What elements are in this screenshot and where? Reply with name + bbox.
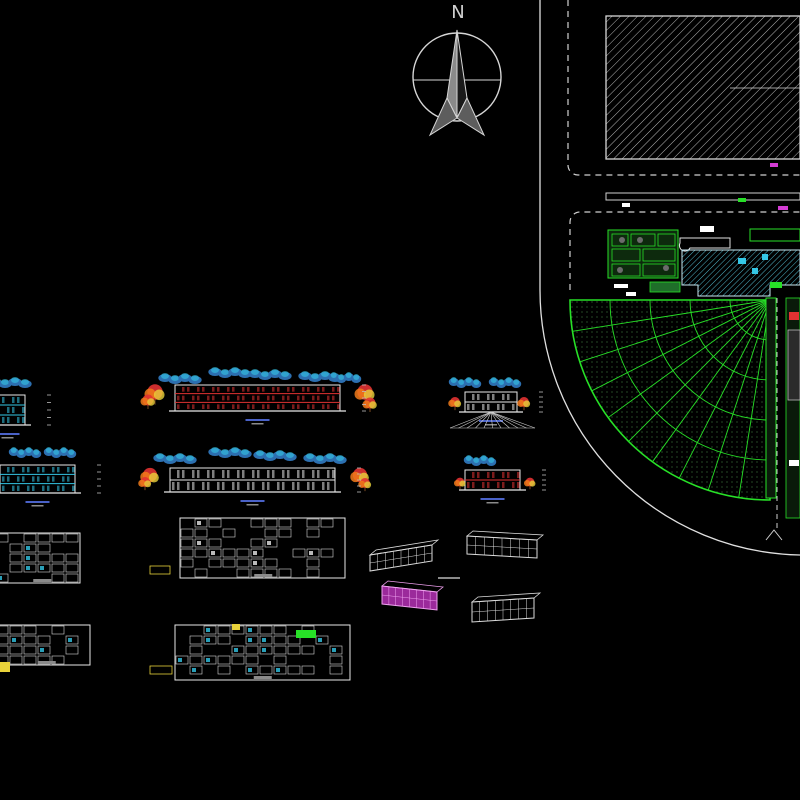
tree-icon [362,397,377,412]
elevation-bottom-left [0,447,101,507]
plan-center-1 [149,517,346,579]
tree-icon [358,478,372,492]
perspective-2 [465,530,545,559]
perspective-4 [470,592,542,623]
cloud-icon [153,453,197,464]
cloud-icon [43,447,77,458]
tree-icon [140,394,155,409]
sports-field [605,15,800,160]
tree-icon [138,477,152,491]
plan-left-2 [0,624,91,666]
compass-north-arrow-icon [412,29,502,137]
tree-icon [454,477,466,490]
plan-left-1 [0,532,81,584]
road-edge-dashed-2 [569,211,800,290]
cloud-icon [248,369,292,380]
fan-plaza [569,297,777,501]
perspective-sheets [368,530,545,623]
elevation-main-2 [138,447,372,506]
tree-icon [517,397,531,411]
floor-plan-sheets [0,517,351,681]
elevation-sheets [0,367,546,507]
plan-center-2 [149,624,351,681]
main-building-footprint [681,249,800,297]
perspective-caption-mark [438,577,460,579]
elevation-side-2 [454,455,546,504]
tree-icon [524,477,536,490]
elevation-side-1 [448,377,543,426]
cloud-icon [0,377,32,388]
cloud-icon [448,377,482,388]
road-edge-dashed [567,0,800,176]
cloud-icon [488,377,522,388]
cloud-icon [8,447,42,458]
cloud-icon [253,450,297,461]
cloud-icon [328,372,362,383]
garden-block [607,229,679,279]
road-median [605,192,800,201]
tree-icon [448,397,462,411]
site-plan [539,0,800,556]
cloud-icon [158,373,202,384]
site-boundary [539,0,800,556]
perspective-3-magenta [381,580,444,611]
north-arrow: N [412,2,502,137]
cloud-icon [208,367,252,378]
elevation-main-1 [140,367,377,425]
cloud-icon [463,455,497,466]
elevation-side-1-ground-grid [449,411,536,429]
elevation-top-left [0,377,51,439]
perspective-1 [368,539,440,572]
cloud-icon [208,447,252,458]
north-label: N [451,2,464,23]
cloud-icon [303,453,347,464]
